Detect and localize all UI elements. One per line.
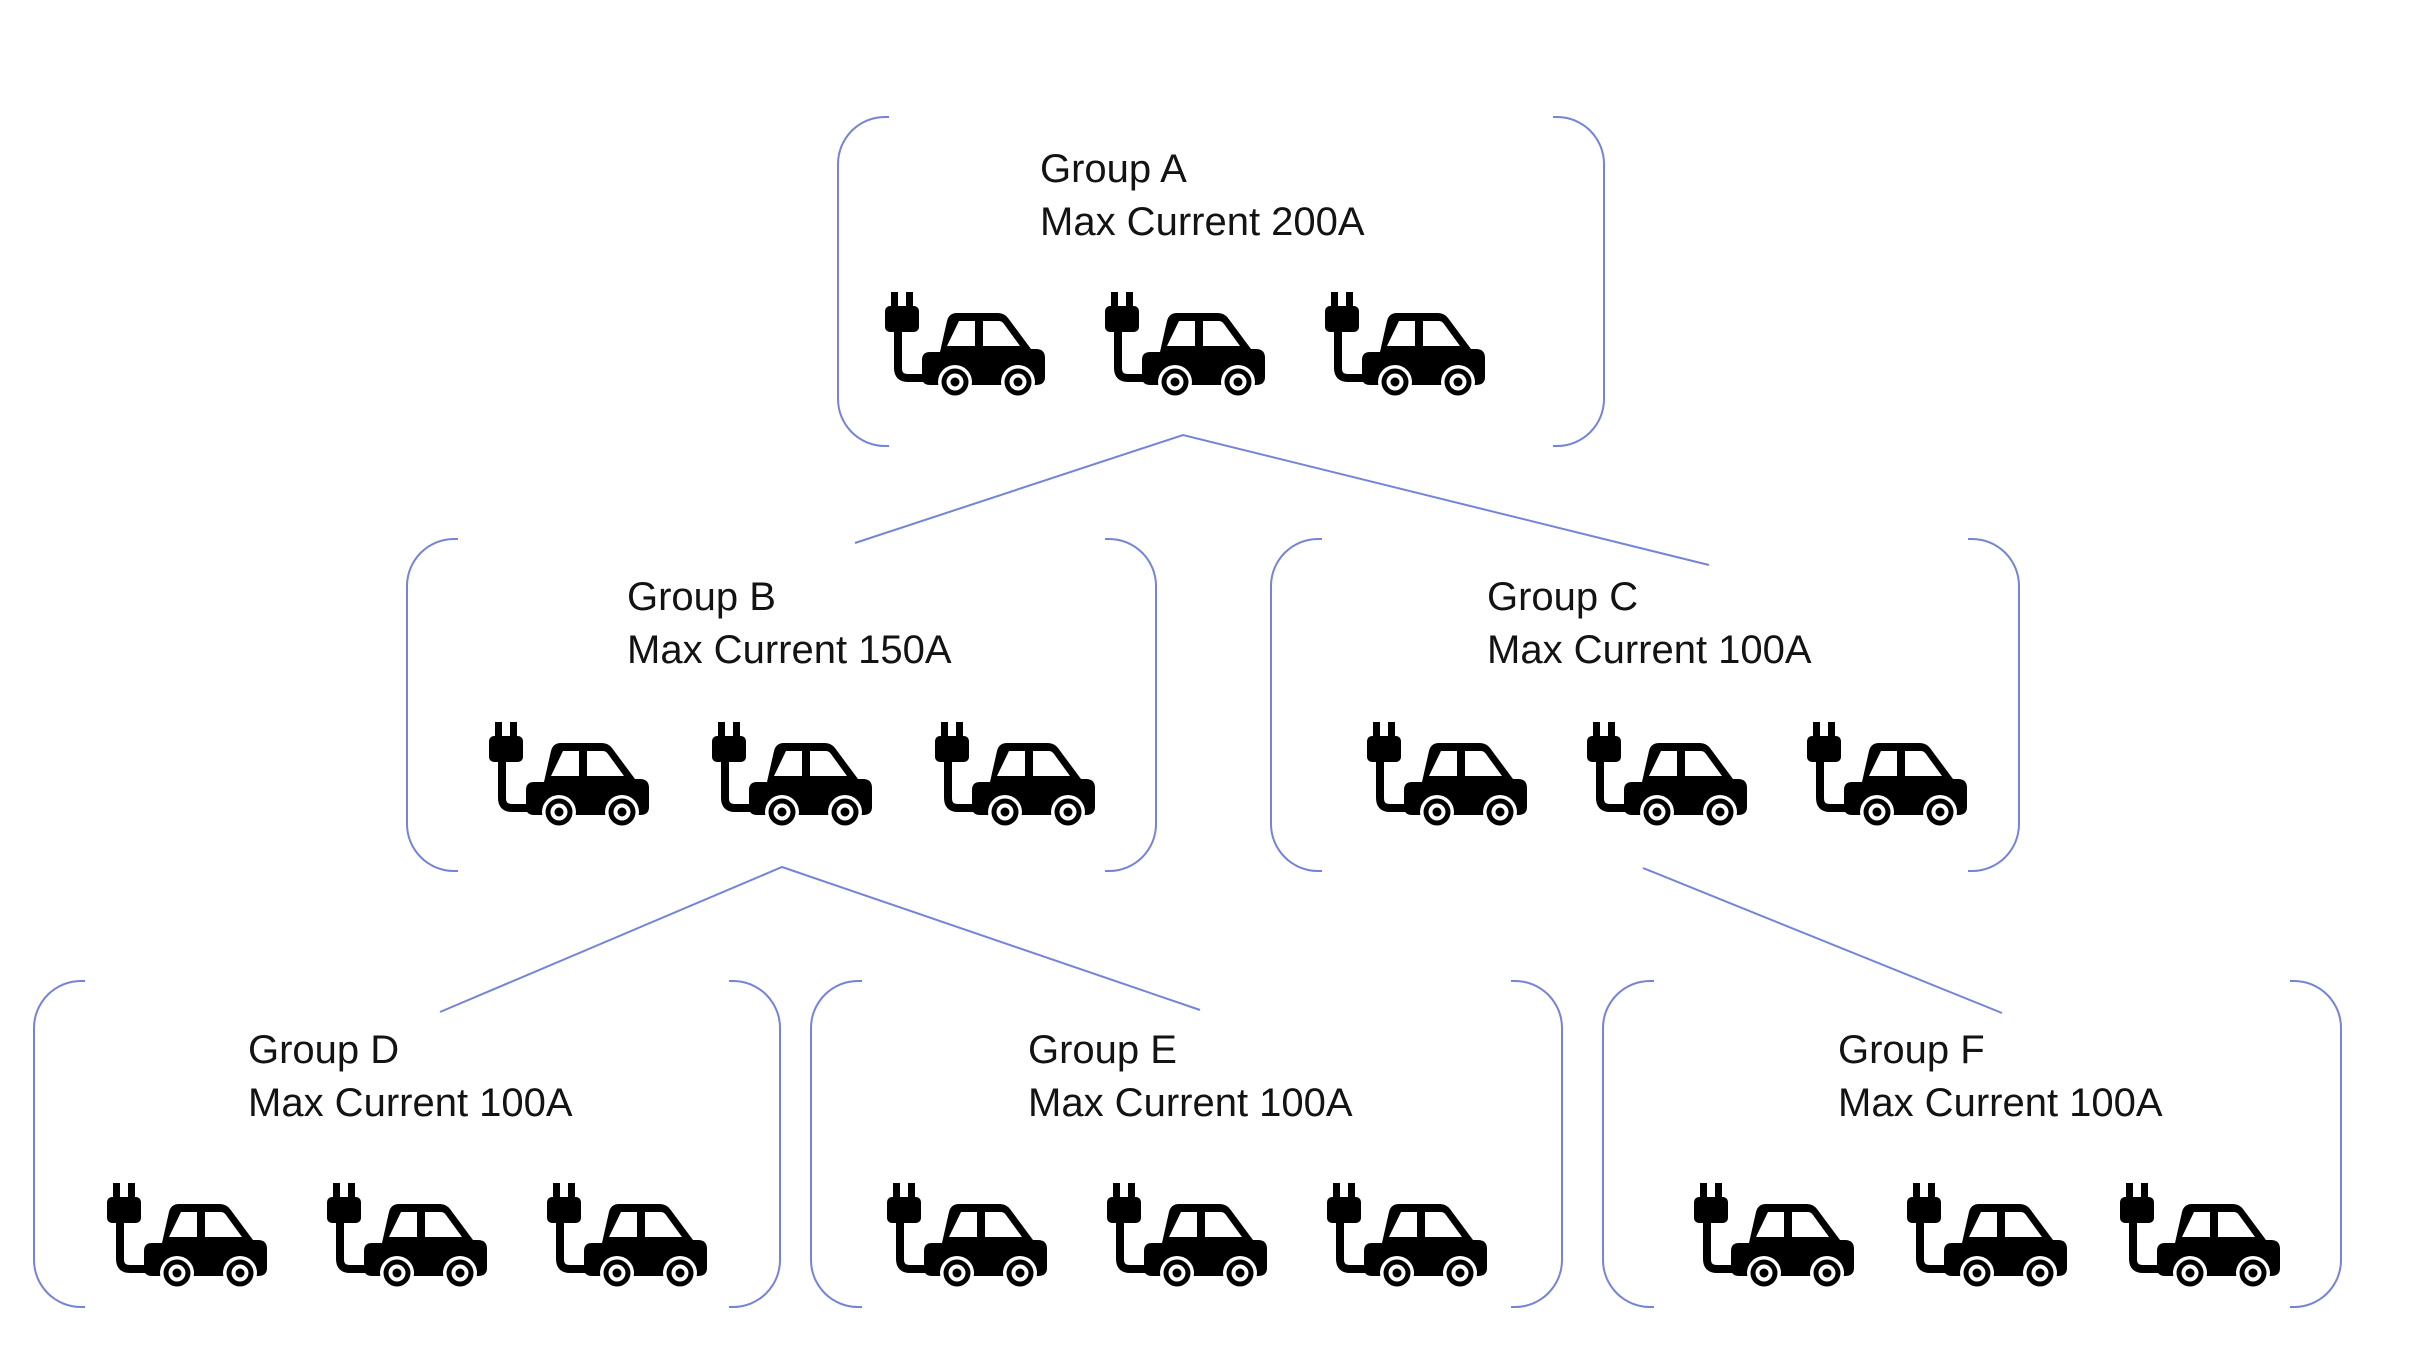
ev-car-icon [1580,722,1750,827]
group-d-bracket-right [729,980,781,1308]
ev-car-icon [880,1183,1050,1288]
group-f-bracket-right [2290,980,2342,1308]
ev-car-icon [1320,1183,1490,1288]
group-e-bracket-left [810,980,862,1308]
connector-a-to-b-c [854,433,1710,566]
ev-car-icon [100,1183,270,1288]
connector-c-to-f [1642,867,2003,1014]
group-a-label: Group A [1040,147,1187,191]
group-b-bracket-right [1105,538,1157,872]
group-f-label: Group F [1838,1028,1985,1072]
group-f-max-current: Max Current 100A [1838,1081,2163,1125]
ev-car-icon [705,722,875,827]
group-d-max-current: Max Current 100A [248,1081,573,1125]
group-f-bracket-left [1602,980,1654,1308]
group-c-max-current: Max Current 100A [1487,628,1812,672]
group-d-bracket-left [33,980,85,1308]
ev-car-icon [1360,722,1530,827]
ev-car-icon [1800,722,1970,827]
group-c-label: Group C [1487,575,1639,619]
ev-car-icon [1100,1183,1270,1288]
ev-car-icon [540,1183,710,1288]
group-a-bracket-right [1553,116,1605,447]
ev-car-icon [878,292,1048,397]
ev-car-icon [928,722,1098,827]
group-b-bracket-left [406,538,458,872]
group-e-max-current: Max Current 100A [1028,1081,1353,1125]
group-a-max-current: Max Current 200A [1040,200,1365,244]
group-b-label: Group B [627,575,776,619]
connector-b-to-d-e [439,865,1201,1013]
group-a-bracket-left [837,116,889,447]
ev-car-icon [1687,1183,1857,1288]
ev-car-icon [1318,292,1488,397]
ev-car-icon [482,722,652,827]
group-e-bracket-right [1511,980,1563,1308]
ev-car-icon [1900,1183,2070,1288]
group-c-bracket-left [1270,538,1322,872]
ev-car-icon [320,1183,490,1288]
group-e-label: Group E [1028,1028,1177,1072]
group-d-label: Group D [248,1028,400,1072]
ev-car-icon [1098,292,1268,397]
group-c-bracket-right [1968,538,2020,872]
ev-car-icon [2113,1183,2283,1288]
group-b-max-current: Max Current 150A [627,628,952,672]
